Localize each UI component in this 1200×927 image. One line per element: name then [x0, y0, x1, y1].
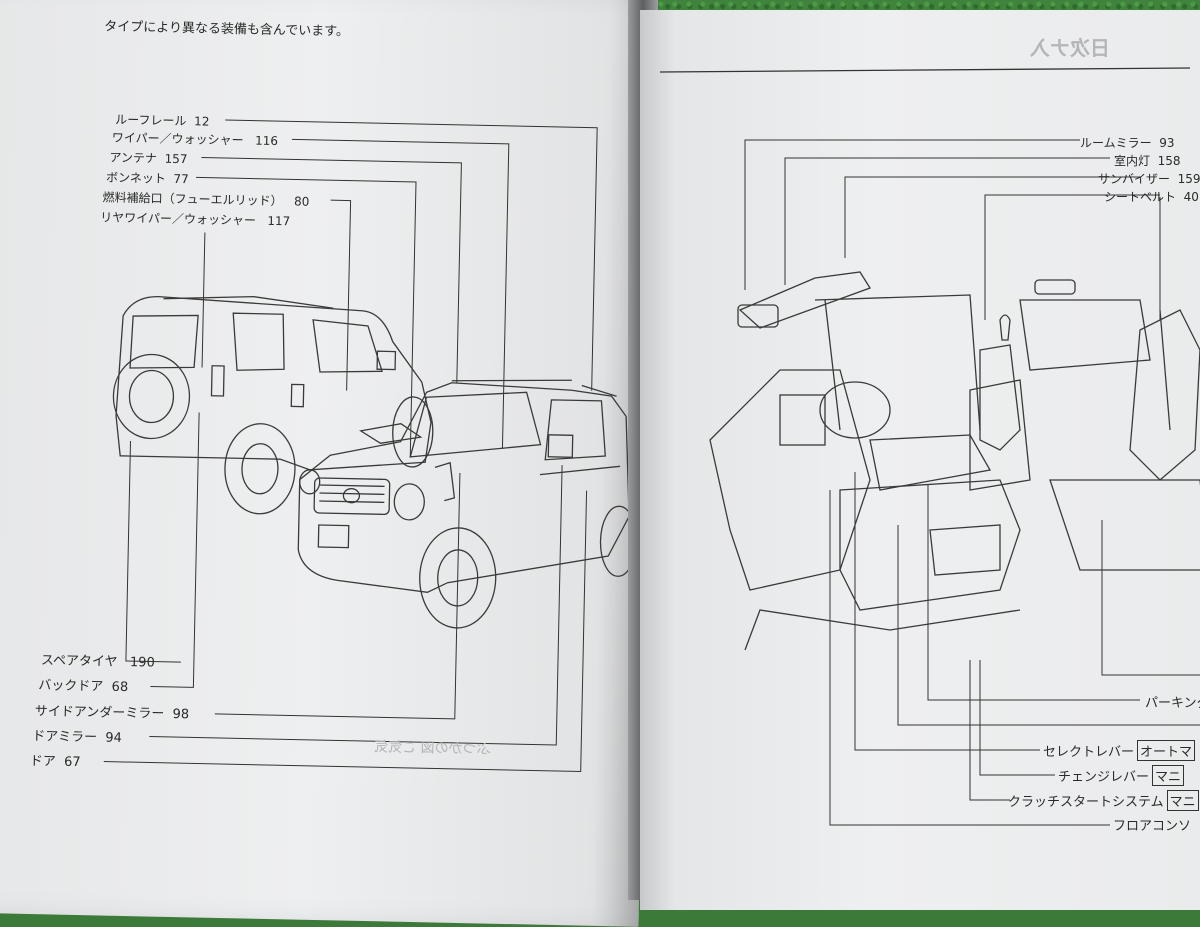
left-page: タイプにより異なる装備も含んでいます。 ルーフレール 12 ワイパー／ウォッシャ… [0, 0, 658, 927]
callout-select-lever: セレクトレバーオートマ [1043, 740, 1196, 761]
callout-sun-visor: サンバイザー 159 [1098, 172, 1200, 186]
callout-parking-brake: パーキングブ [1145, 696, 1200, 711]
callout-seat-belt: シートベルト 40 [1104, 190, 1199, 204]
callout-clutch-start-system: クラッチスタートシステムマニ [1008, 790, 1199, 811]
exterior-illustration [103, 119, 638, 773]
callout-floor-console: フロアコンソ [1113, 819, 1192, 834]
cabin-interior-drawing [709, 271, 1200, 651]
callout-room-mirror: ルームミラー 93 [1080, 136, 1175, 150]
right-page: 日次ナ入 ルームミラー 93 室内灯 158 サンバイザー 159 シートベルト… [640, 10, 1200, 910]
bleed-text: ぶつかの図 こ気気 [373, 739, 491, 758]
interior-illustration [659, 67, 1200, 826]
rear-vehicle-drawing [112, 295, 434, 515]
front-vehicle-drawing [297, 379, 638, 629]
callout-change-lever: チェンジレバーマニ [1058, 765, 1185, 786]
bleed-heading: 日次ナ入 [1030, 36, 1110, 60]
callout-room-lamp: 室内灯 158 [1114, 154, 1181, 168]
